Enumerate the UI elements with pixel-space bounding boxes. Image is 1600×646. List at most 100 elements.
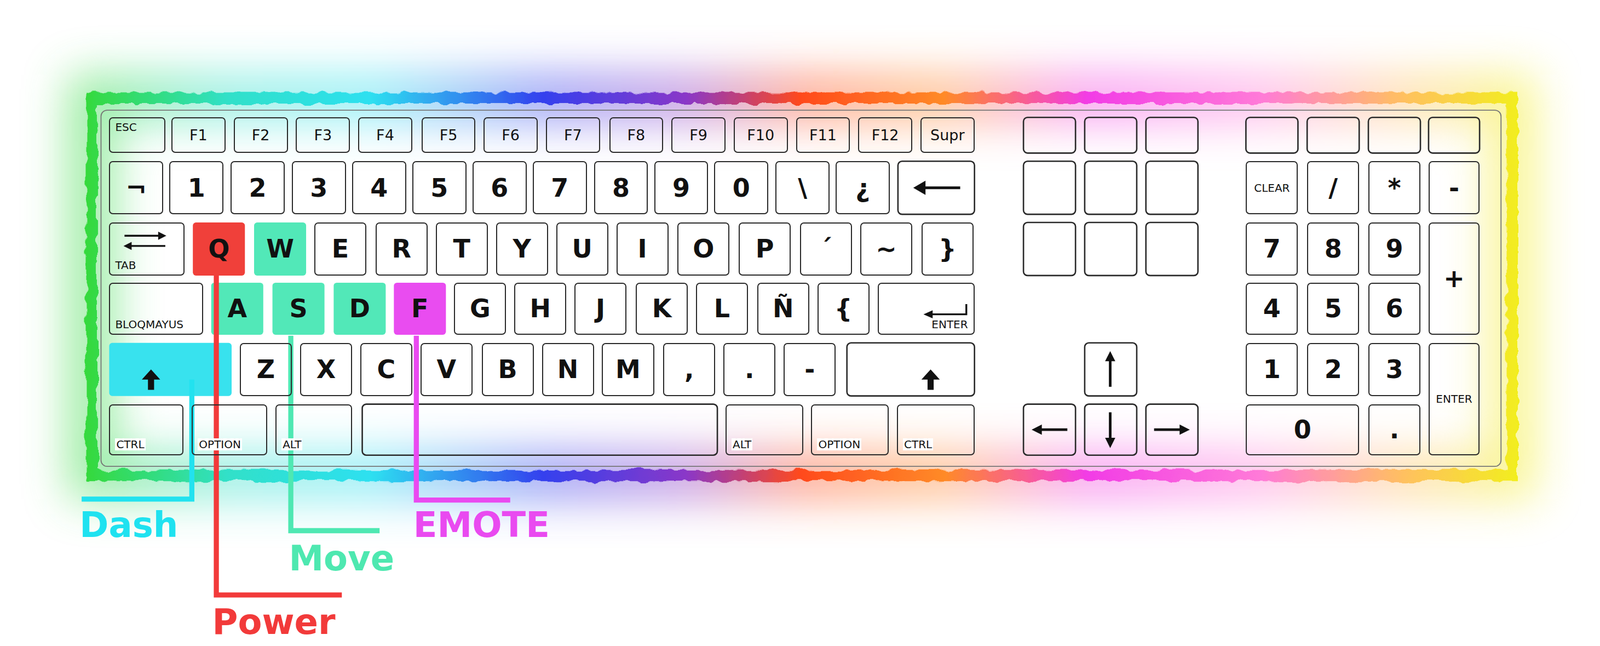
key-label: 9 [672,175,690,201]
key-cap: F2 [233,117,289,153]
key-label: 4 [1263,295,1281,321]
key-label: G [469,295,491,321]
key-cap: S [272,282,325,335]
key-cap: W [254,222,307,276]
key-label: 5 [430,175,448,201]
key-cap: Supr [920,117,975,153]
key-cap: ´ [800,222,853,276]
key-cap: 1 [169,160,224,215]
key-label: ALT [731,438,753,451]
key-label: - [804,356,815,382]
key-cap: . [723,342,776,396]
key-cap: 2 [230,160,285,215]
plain-keys [362,117,1481,456]
key-cap: OPTION [191,404,268,456]
key-cap: ¿ [835,160,890,215]
rainbow-frame [91,98,1513,476]
key-label: T [453,236,471,262]
key-cap: - [1428,160,1480,215]
key-cap: X [300,342,353,396]
key-label: F2 [251,127,270,143]
key-cap: N [542,342,595,396]
key-label: . [744,356,755,382]
key-cap: TAB [108,222,185,276]
key-cap: 0 [714,160,769,215]
key-cap: * [1368,160,1421,215]
key-cap: B [481,342,534,396]
key-label: 6 [490,175,509,201]
key-label: 0 [732,175,751,201]
key-cap: O [677,222,730,276]
key-cap: F10 [733,117,788,153]
key-label: F6 [501,127,520,143]
key-cap: 3 [1368,342,1421,396]
key-cap: 3 [291,160,347,215]
key-label: 1 [187,175,206,201]
key-cap: K [635,282,688,335]
key-label: OPTION [816,438,862,451]
key-cap: } [921,222,974,276]
key-label: 3 [309,175,328,201]
key-fills [108,222,446,396]
key-cap: 9 [1368,222,1421,276]
key-label: 2 [1324,356,1343,382]
key-cap: F4 [358,117,413,153]
key-label: 2 [249,175,267,201]
key-cap: 5 [412,160,467,215]
key-cap: H [514,282,567,335]
move-callout: Move [288,540,395,576]
key-cap: CTRL [896,404,975,456]
key-label: / [1328,175,1338,201]
dash-callout: Dash [79,507,178,543]
key-label: CTRL [902,438,934,451]
key-cap: C [360,342,413,396]
key-cap: R [375,222,428,276]
key-cap: G [453,282,506,335]
leader-lines [81,275,511,595]
key-label: 0 [1293,416,1312,442]
key-cap: \ [775,160,830,215]
key-cap: T [435,222,488,276]
key-label: F3 [313,127,332,143]
key-label: 5 [1324,295,1343,321]
key-label: F4 [376,127,395,143]
key-cap: BLOQMAYUS [108,282,203,335]
key-label: * [1387,175,1401,201]
key-cap: 8 [1307,222,1360,276]
key-cap: Z [239,342,292,396]
key-label: , [684,356,694,382]
key-label: CTRL [114,438,146,451]
key-label: V [436,356,457,382]
key-label: - [1448,175,1460,201]
key-label: 7 [550,175,569,201]
key-cap: J [574,282,627,335]
key-label: ´ [819,236,833,262]
key-label: N [557,356,579,382]
key-cap: L [695,282,748,335]
key-label: + [1443,265,1465,291]
key-cap: F7 [545,117,601,153]
key-label: M [615,356,641,382]
key-label: H [529,295,551,321]
key-cap: A [211,282,264,335]
key-label: \ [797,175,808,201]
key-label: S [289,295,308,321]
key-cap: 9 [654,160,709,215]
key-cap: M [601,342,654,396]
key-cap: Ñ [757,282,810,335]
key-cap: + [1428,222,1480,335]
key-cap: . [1368,404,1421,456]
key-cap: Y [496,222,549,276]
key-cap: F12 [858,117,913,153]
power-callout: Power [212,603,336,640]
key-cap: ENTER [1428,342,1480,456]
key-label: 1 [1263,356,1281,382]
key-label: Supr [930,127,965,143]
key-cap: 6 [1368,282,1421,335]
key-label: C [376,356,396,382]
key-label: F11 [809,127,837,143]
key-cap: OPTION [810,404,889,456]
key-cap: ~ [860,222,913,276]
key-cap: ALT [725,404,804,456]
